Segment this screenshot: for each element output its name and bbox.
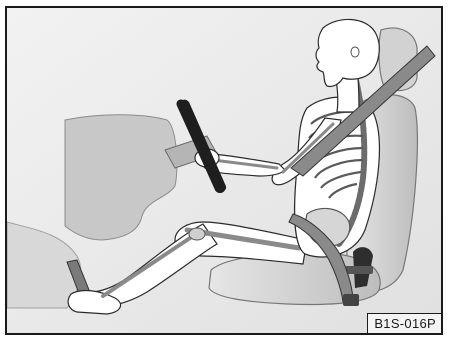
seated-driver-illustration	[7, 8, 443, 335]
illustration-frame: B1S-016P	[5, 6, 443, 335]
knee	[189, 228, 205, 240]
belt-buckle	[343, 294, 359, 306]
seat-latch	[345, 266, 373, 274]
figure-code-label: B1S-016P	[367, 313, 441, 333]
